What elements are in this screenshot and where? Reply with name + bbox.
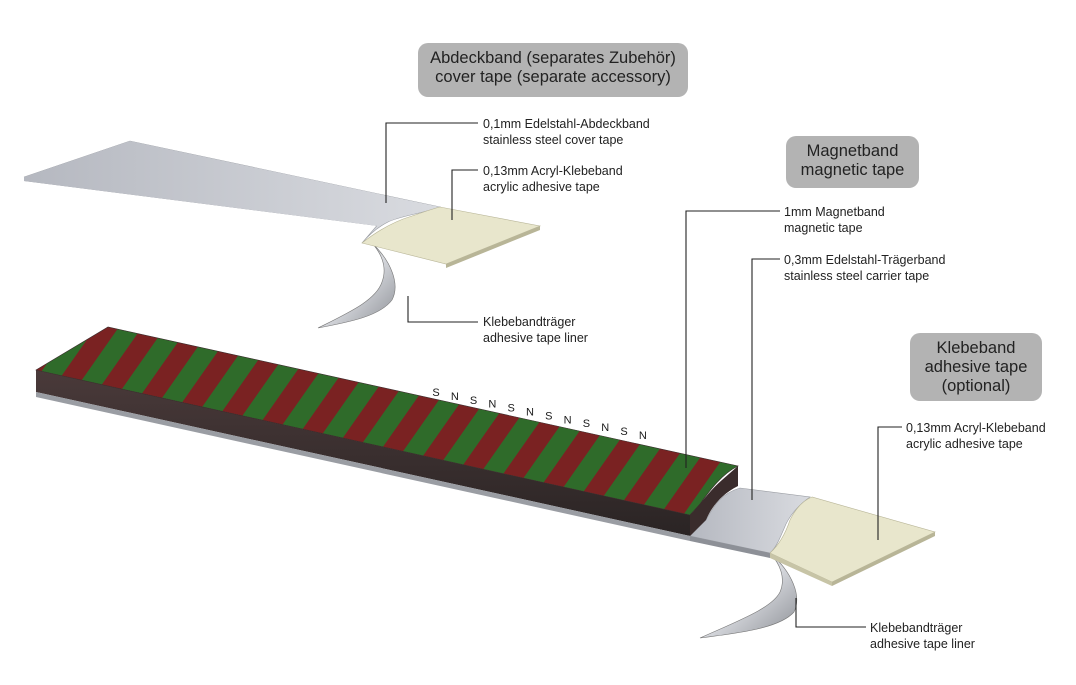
cover-adhesive-label: 0,13mm Acryl-Klebeband acrylic adhesive …: [483, 163, 623, 195]
cover-title-line2: cover tape (separate accessory): [435, 68, 671, 86]
magnetic-tape-title-badge: Magnetband magnetic tape: [786, 136, 919, 188]
magnet-top-stripes: [35, 326, 739, 516]
leader-lines: [385, 122, 902, 628]
cover-steel-label: 0,1mm Edelstahl-Abdeckband stainless ste…: [483, 116, 650, 148]
pole-letter: S: [545, 410, 552, 422]
cover-liner-label: Klebebandträger adhesive tape liner: [483, 314, 588, 346]
magnet-line2: magnetic tape: [784, 221, 863, 235]
bottom-liner-line1: Klebebandträger: [870, 621, 963, 635]
pole-letter: S: [470, 395, 477, 407]
cover-steel-line1: 0,1mm Edelstahl-Abdeckband: [483, 117, 650, 131]
leader-cover-liner: [407, 296, 478, 323]
cover-liner-line2: adhesive tape liner: [483, 331, 588, 345]
carrier-line1: 0,3mm Edelstahl-Trägerband: [784, 253, 946, 267]
magnetic-tape-assembly: [35, 326, 936, 639]
magnet-side: [36, 370, 690, 536]
cover-title-line1: Abdeckband (separates Zubehör): [430, 49, 676, 67]
bottom-adhesive-line2: acrylic adhesive tape: [906, 437, 1023, 451]
adhesive-title-line3: (optional): [941, 377, 1011, 395]
bottom-adhesive-label: 0,13mm Acryl-Klebeband acrylic adhesive …: [906, 420, 1046, 452]
pole-letter: N: [488, 399, 496, 411]
pole-letter: N: [639, 430, 647, 442]
adhesive-title-line1: Klebeband: [936, 339, 1016, 357]
cover-adhesive-top: [361, 206, 542, 265]
cover-tape-assembly: [23, 140, 542, 329]
bottom-adhesive-top: [769, 496, 936, 583]
bottom-adhesive-line1: 0,13mm Acryl-Klebeband: [906, 421, 1046, 435]
adhesive-title-line2: adhesive tape: [924, 358, 1028, 376]
pole-letter: S: [508, 403, 515, 415]
leader-cover-steel: [385, 122, 478, 203]
cover-steel-line2: stainless steel cover tape: [483, 133, 624, 147]
leader-bottom-adhesive: [877, 426, 902, 540]
leader-bottom-liner: [795, 598, 866, 628]
leader-carrier: [751, 258, 780, 500]
magnet-title-line1: Magnetband: [806, 142, 899, 160]
pole-letter: N: [451, 391, 459, 403]
pole-letter: N: [564, 414, 572, 426]
magnet-title-line2: magnetic tape: [800, 161, 905, 179]
pole-letter: S: [620, 426, 627, 438]
magnet-line1: 1mm Magnetband: [784, 205, 885, 219]
pole-letter: S: [432, 387, 439, 399]
pole-letter: S: [583, 418, 590, 430]
carrier-line2: stainless steel carrier tape: [784, 269, 930, 283]
bottom-liner-line2: adhesive tape liner: [870, 637, 975, 651]
cover-liner-curl: [317, 242, 396, 329]
pole-letter: N: [601, 422, 609, 434]
carrier-label: 0,3mm Edelstahl-Trägerband stainless ste…: [784, 252, 945, 284]
adhesive-tape-title-badge: Klebeband adhesive tape (optional): [910, 333, 1042, 401]
cover-adhesive-line1: 0,13mm Acryl-Klebeband: [483, 164, 623, 178]
cover-adhesive-line2: acrylic adhesive tape: [483, 180, 600, 194]
bottom-liner-label: Klebebandträger adhesive tape liner: [870, 620, 975, 652]
cover-liner-line1: Klebebandträger: [483, 315, 576, 329]
pole-letter: N: [526, 407, 534, 419]
leader-magnet: [685, 210, 780, 468]
magnet-label: 1mm Magnetband magnetic tape: [784, 204, 885, 236]
leader-cover-adhesive: [451, 169, 478, 220]
bottom-liner-curl: [699, 552, 798, 639]
cover-tape-title-badge: Abdeckband (separates Zubehör) cover tap…: [418, 43, 688, 97]
